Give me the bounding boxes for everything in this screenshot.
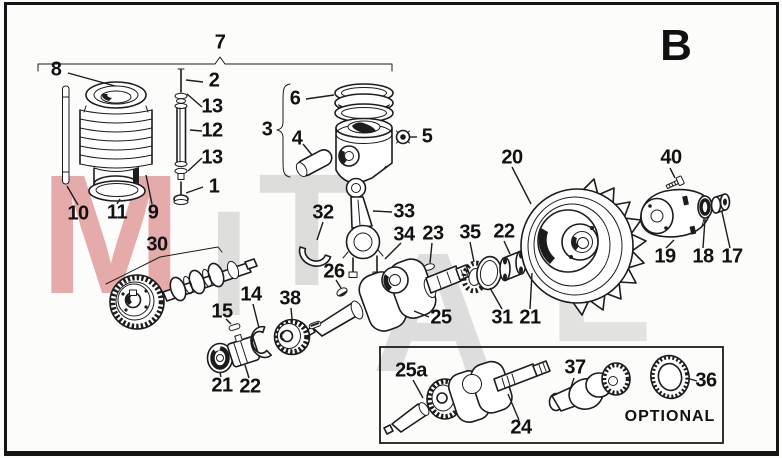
crankshaft-drawing — [306, 258, 471, 337]
callout-24: 24 — [510, 416, 532, 439]
optional-box-drawing — [379, 346, 724, 444]
piston-rings-drawing — [334, 83, 394, 123]
flywheel-drawing — [520, 178, 647, 316]
callout-18: 18 — [692, 245, 714, 268]
callout-14: 14 — [240, 283, 262, 306]
callout-25a: 25a — [395, 359, 427, 382]
callout-35: 35 — [459, 221, 481, 244]
callout-9: 9 — [147, 201, 159, 224]
callout-12: 12 — [201, 119, 223, 142]
callout-10: 10 — [67, 202, 89, 225]
callout-11: 11 — [106, 201, 128, 224]
callout-22b: 22 — [239, 375, 261, 398]
plate-label: B — [660, 21, 692, 70]
callout-32: 32 — [312, 201, 334, 224]
bracket-7-drawing — [37, 56, 393, 72]
callout-21a: 21 — [519, 306, 541, 329]
callout-22a: 22 — [493, 220, 515, 243]
callout-34: 34 — [393, 223, 415, 246]
piston-drawing — [276, 83, 411, 185]
clutch-drawing — [639, 175, 731, 238]
callout-20: 20 — [501, 146, 523, 169]
leader-lines — [66, 72, 731, 421]
callout-5: 5 — [421, 125, 433, 148]
callout-8: 8 — [50, 58, 62, 81]
callout-19: 19 — [654, 245, 676, 268]
callout-26: 26 — [323, 260, 345, 283]
callout-33: 33 — [393, 200, 415, 223]
callout-3: 3 — [261, 118, 273, 141]
callout-17: 17 — [721, 245, 743, 268]
camshaft-drawing — [105, 246, 258, 330]
callout-7: 7 — [214, 31, 226, 54]
callout-37: 37 — [564, 356, 586, 379]
callout-31: 31 — [491, 306, 513, 329]
camshaft-gear-set-drawing — [206, 318, 322, 374]
callout-13a: 13 — [201, 95, 223, 118]
optional-label: OPTIONAL — [624, 408, 716, 425]
valve-train-drawing — [173, 68, 189, 205]
callout-30: 30 — [146, 233, 168, 256]
cylinder-barrel-drawing — [79, 81, 153, 202]
callout-25: 25 — [430, 306, 452, 329]
callout-13b: 13 — [201, 146, 223, 169]
callout-40: 40 — [660, 146, 682, 169]
woodruff-keys-drawing — [336, 263, 435, 297]
callout-38: 38 — [279, 287, 301, 310]
callout-1: 1 — [208, 175, 220, 198]
callout-36: 36 — [695, 369, 717, 392]
callout-15: 15 — [211, 300, 233, 323]
stud-drawing — [62, 85, 70, 185]
callout-2: 2 — [208, 69, 220, 92]
callout-21b: 21 — [211, 374, 233, 397]
callout-4: 4 — [291, 127, 303, 150]
callout-23: 23 — [422, 222, 444, 245]
callout-6: 6 — [289, 87, 301, 110]
